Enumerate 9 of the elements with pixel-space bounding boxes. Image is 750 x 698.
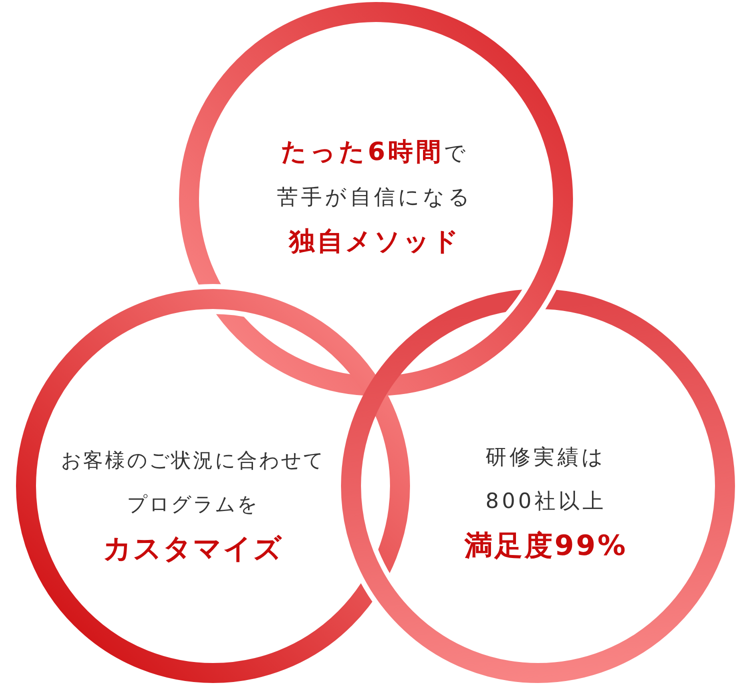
highlight-text: カスタマイズ — [103, 531, 283, 567]
highlight-text: 独自メソッド — [289, 226, 461, 259]
description-text: たった6時間で苦手が自信になる — [276, 136, 474, 211]
ring — [341, 289, 735, 683]
description-text: お客様のご状況に合わせてプログラムを — [60, 447, 326, 518]
highlight-text: 満足度99% — [464, 528, 628, 564]
ring — [179, 2, 573, 396]
ring — [16, 289, 410, 683]
description-text: 研修実績は800社以上 — [484, 444, 608, 515]
